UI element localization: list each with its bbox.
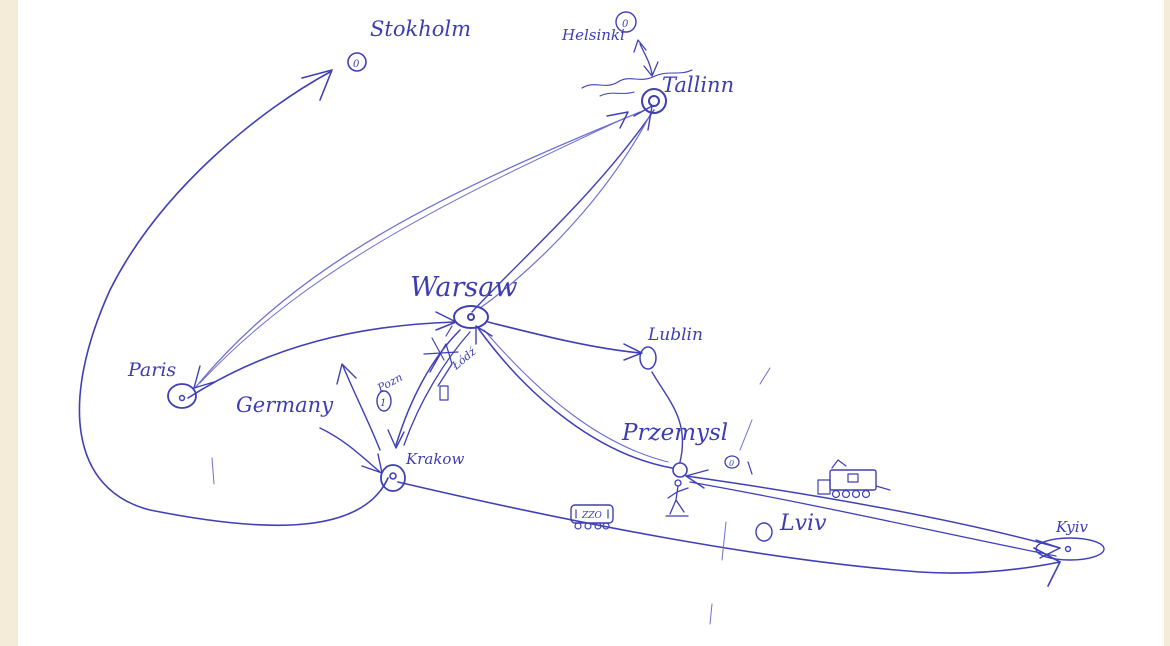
stray-mark-5 bbox=[709, 603, 713, 625]
city-paris-marker bbox=[167, 383, 197, 409]
label-przemysl: Przemysl bbox=[621, 420, 728, 446]
route-krakow-germany bbox=[342, 365, 381, 451]
arrowhead-przemysl bbox=[685, 469, 709, 489]
bus-sign: ZZO bbox=[581, 511, 603, 521]
lodz-scribble bbox=[423, 325, 459, 401]
city-warsaw-marker bbox=[453, 305, 489, 329]
bus-icon: ZZO bbox=[570, 504, 614, 530]
sea-waves bbox=[581, 69, 693, 89]
label-kyiv: Kyiv bbox=[1055, 518, 1089, 536]
label-lublin: Lublin bbox=[647, 325, 703, 345]
city-kyiv-marker bbox=[1035, 537, 1105, 561]
city-tallinn-marker bbox=[641, 88, 667, 114]
route-kyiv-przemysl bbox=[689, 481, 1057, 557]
city-lublin-marker bbox=[639, 346, 657, 370]
hiker-icon bbox=[665, 479, 689, 517]
arrowhead-tallinn-left bbox=[606, 111, 629, 129]
arrowhead-krakow-top bbox=[387, 429, 405, 449]
route-krakow-kyiv bbox=[397, 481, 1061, 574]
label-tallinn: Tallinn bbox=[662, 73, 734, 97]
city-helsinki-marker: 0 bbox=[615, 11, 637, 33]
city-poznan-marker: 1 bbox=[376, 390, 392, 412]
route-helsinki-tallinn bbox=[639, 43, 653, 75]
route-krakow-loop-stokholm bbox=[78, 71, 389, 527]
arrowhead-tallinn-top bbox=[643, 61, 659, 77]
arrowhead-lublin bbox=[623, 343, 643, 361]
route-paris-tallinn-2 bbox=[199, 117, 626, 384]
poznan-number: 1 bbox=[380, 398, 386, 409]
arrowhead-stokholm bbox=[301, 69, 333, 101]
label-warsaw: Warsaw bbox=[410, 272, 517, 303]
route-paris-warsaw bbox=[187, 321, 456, 399]
stray-mark-3 bbox=[739, 419, 753, 451]
arrowhead-krakow-left bbox=[361, 453, 383, 474]
stray-mark-6 bbox=[747, 461, 753, 475]
przemysl-number: 0 bbox=[729, 459, 734, 468]
stray-mark-2 bbox=[759, 367, 771, 385]
city-przemysl-marker bbox=[672, 462, 688, 478]
label-helsinki: Helsinki bbox=[561, 26, 625, 44]
route-paris-tallinn bbox=[194, 111, 641, 389]
label-krakow: Krakow bbox=[405, 450, 464, 468]
arrowhead-kyiv-top bbox=[1035, 539, 1061, 559]
train-icon bbox=[817, 459, 891, 499]
route-lublin-przemysl bbox=[651, 371, 684, 463]
city-lviv-marker bbox=[755, 522, 773, 542]
label-poznan: Pozn bbox=[374, 371, 404, 395]
route-warsaw-lublin bbox=[487, 321, 641, 354]
route-krakow-warsaw bbox=[403, 331, 471, 446]
arrowhead-warsaw-left bbox=[435, 311, 457, 331]
arrowhead-helsinki bbox=[633, 39, 647, 53]
arrowhead-germany bbox=[336, 363, 357, 385]
arrowhead-warsaw-bottom bbox=[475, 325, 493, 345]
route-warsaw-krakow bbox=[395, 329, 461, 446]
label-lodz: Łódź bbox=[449, 344, 480, 373]
city-stokholm-marker: 0 bbox=[347, 52, 367, 72]
route-warsaw-tallinn bbox=[471, 109, 655, 313]
sea-waves-2 bbox=[599, 91, 635, 97]
route-przemysl-kyiv bbox=[685, 475, 1061, 549]
stray-mark-4 bbox=[721, 521, 727, 561]
label-germany: Germany bbox=[236, 393, 334, 417]
helsinki-number: 0 bbox=[622, 19, 629, 30]
route-germany-krakow bbox=[319, 427, 381, 473]
route-przemysl-warsaw bbox=[477, 327, 673, 469]
city-krakow-marker bbox=[380, 464, 406, 492]
przemysl-side-marker: 0 bbox=[724, 455, 740, 469]
stokholm-number: 0 bbox=[353, 59, 360, 70]
route-przemysl-warsaw-2 bbox=[483, 329, 669, 463]
arrowhead-paris bbox=[193, 365, 215, 389]
label-paris: Paris bbox=[127, 359, 176, 381]
stray-mark-1 bbox=[211, 457, 215, 485]
label-lviv: Lviv bbox=[779, 511, 827, 536]
label-stokholm: Stokholm bbox=[370, 17, 471, 41]
route-tallinn-warsaw bbox=[479, 114, 651, 309]
